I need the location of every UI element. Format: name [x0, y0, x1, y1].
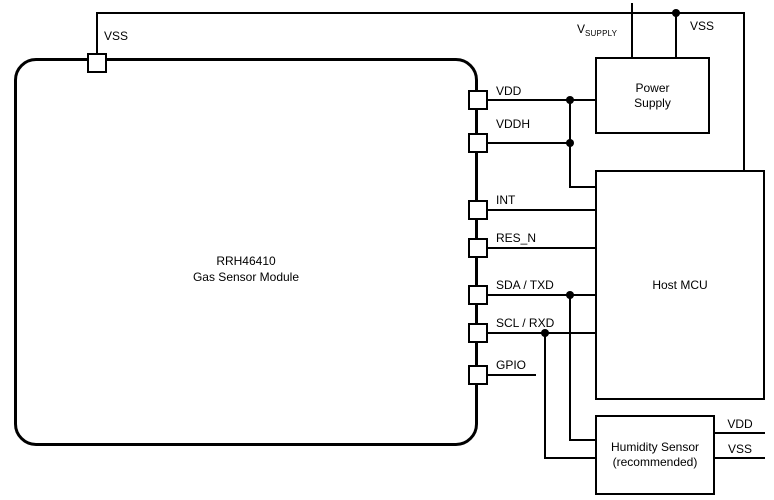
pin-label-vdd: VDD: [496, 84, 522, 98]
wire-scl-branch-vertical: [544, 332, 546, 459]
wire-sda-branch-vertical: [569, 294, 571, 441]
gas-sensor-module-subtitle: Gas Sensor Module: [192, 270, 300, 284]
humidity-sensor-label-line2: (recommended): [612, 455, 698, 469]
host-mcu-box: Host MCU: [595, 170, 765, 400]
pin-label-vddh: VDDH: [496, 117, 531, 131]
wire-vss-drop-power-supply: [675, 12, 677, 57]
wire-humidity-vdd-stub: [715, 432, 765, 434]
wire-scl-branch-to-humidity: [544, 457, 595, 459]
net-label-vsupply: VSUPPLY: [577, 22, 617, 41]
pin-res-n: [468, 238, 488, 258]
junction-dot-scl: [541, 329, 549, 337]
pin-gpio: [468, 365, 488, 385]
wire-vsupply-drop: [631, 3, 633, 57]
wire-sda-branch-to-humidity: [569, 439, 595, 441]
wire-sda-txd: [488, 294, 595, 296]
net-label-vss-rail: VSS: [690, 19, 715, 33]
junction-dot-vss-rail: [672, 9, 680, 17]
wire-humidity-vss-stub: [715, 457, 765, 459]
pin-int: [468, 200, 488, 220]
humidity-sensor-box: Humidity Sensor (recommended): [595, 415, 715, 495]
power-supply-box: Power Supply: [595, 57, 710, 134]
power-supply-label-line1: Power: [635, 80, 670, 95]
pin-scl-rxd: [468, 323, 488, 343]
wire-vss-pin-vertical: [96, 12, 98, 55]
net-label-humidity-vdd: VDD: [727, 417, 753, 431]
pin-label-sda-txd: SDA / TXD: [496, 278, 554, 292]
junction-dot-vdd: [566, 96, 574, 104]
net-label-vsupply-subscript: SUPPLY: [585, 29, 618, 38]
wire-int: [488, 209, 595, 211]
pin-label-vss: VSS: [104, 29, 129, 43]
host-mcu-label: Host MCU: [652, 277, 708, 292]
wire-vdd-branch-to-mcu: [569, 186, 595, 188]
gas-sensor-module-box: [14, 58, 478, 446]
wire-res-n: [488, 247, 595, 249]
pin-label-res-n: RES_N: [496, 231, 537, 245]
power-supply-label-line2: Supply: [634, 95, 671, 110]
pin-label-scl-rxd: SCL / RXD: [496, 316, 555, 330]
pin-label-int: INT: [496, 193, 516, 207]
junction-dot-vddh: [566, 139, 574, 147]
pin-sda-txd: [468, 285, 488, 305]
humidity-sensor-label-line1: Humidity Sensor: [610, 440, 700, 454]
pin-vss: [87, 53, 107, 73]
pin-vdd: [468, 90, 488, 110]
net-label-vsupply-main: V: [577, 22, 586, 36]
wire-gpio-stub: [488, 374, 536, 376]
wire-vddh: [488, 142, 570, 144]
gas-sensor-module-name: RRH46410: [216, 254, 276, 268]
wire-vdd: [488, 99, 595, 101]
pin-label-gpio: GPIO: [496, 358, 527, 372]
junction-dot-sda: [566, 291, 574, 299]
pin-vddh: [468, 133, 488, 153]
wire-vss-drop-host-mcu: [743, 12, 745, 170]
wire-vss-top-rail: [96, 12, 745, 14]
net-label-humidity-vss: VSS: [727, 442, 752, 456]
